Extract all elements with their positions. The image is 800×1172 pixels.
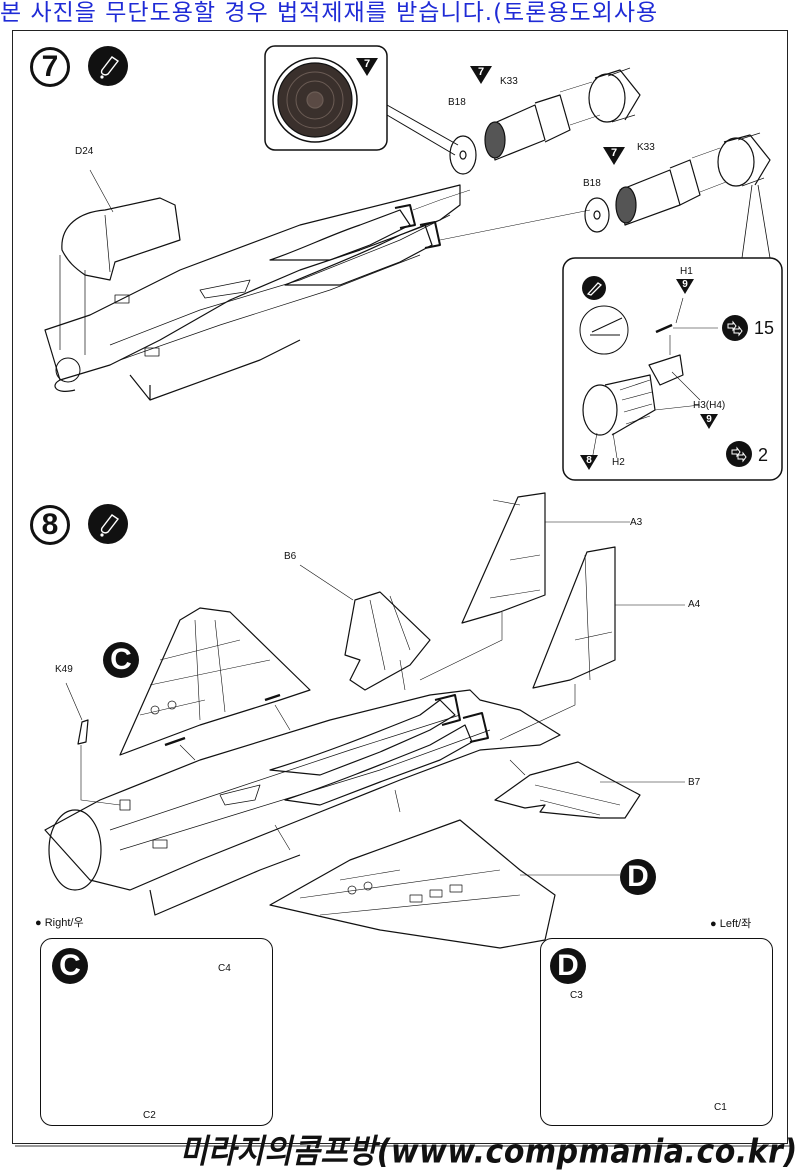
part-label-h1: H1	[680, 266, 693, 277]
part-label-h2: H2	[612, 457, 625, 468]
part-label-d24: D24	[75, 146, 94, 157]
part-label-h3-h4: H3(H4)	[693, 400, 726, 411]
assembly-quantity: 2	[758, 445, 769, 465]
part-label-c4: C4	[218, 963, 231, 974]
step7-fuselage-drawing	[44, 184, 461, 401]
color-callout-k33-lower: 7	[603, 147, 625, 165]
step8-fuselage-drawing	[44, 689, 561, 916]
cement-tube-icon	[88, 504, 128, 544]
detail-c-badge: C	[52, 948, 88, 984]
repeat-arrows-icon	[722, 315, 748, 341]
wing-d-drawing	[269, 789, 620, 949]
color-callout-disc: 7	[356, 58, 378, 76]
part-label-b18-upper: B18	[448, 97, 466, 108]
part-label-c3: C3	[570, 990, 583, 1001]
part-label-b6: B6	[284, 551, 297, 562]
part-label-c1: C1	[714, 1102, 727, 1113]
part-b6-drawing	[299, 564, 431, 691]
part-k49-drawing	[65, 682, 121, 806]
color-callout-k33-upper: 7	[470, 66, 492, 84]
part-label-a3: A3	[630, 517, 643, 528]
part-label-a4: A4	[688, 599, 701, 610]
subassembly-c-badge: C	[103, 642, 139, 678]
part-label-c2: C2	[143, 1110, 156, 1121]
color-callout-h1: 9	[676, 279, 694, 294]
part-d24-drawing	[59, 169, 181, 355]
left-side-label: ● Left/좌	[710, 918, 752, 930]
copyright-banner: 본 사진을 무단도용할 경우 법적제재를 받습니다.(토론용도외사용	[0, 0, 800, 26]
part-label-k33-lower: K33	[637, 142, 655, 153]
source-watermark: 미라지의콤프방(www.compmania.co.kr)	[180, 1132, 798, 1172]
subassembly-d-badge: D	[620, 859, 656, 895]
color-callout-h2: 8	[580, 455, 598, 470]
part-a4-drawing	[499, 546, 685, 741]
detail-d-badge: D	[550, 948, 586, 984]
part-b7-drawing	[494, 759, 685, 819]
hobby-knife-icon	[582, 276, 606, 300]
step-7-number: 7	[30, 47, 70, 87]
cement-tube-icon	[88, 46, 128, 86]
part-a3-drawing	[419, 492, 630, 681]
wing-c-drawing	[119, 607, 311, 761]
inset-exhaust-disc	[264, 45, 459, 156]
right-side-label: ● Right/우	[35, 917, 84, 929]
upper-exhaust-parts	[412, 67, 641, 211]
page-frame	[12, 30, 791, 1147]
part-label-k49: K49	[55, 664, 73, 675]
step-8-number: 8	[30, 505, 70, 545]
part-label-k33-upper: K33	[500, 76, 518, 87]
repeat-arrows-icon	[726, 441, 752, 467]
h1-quantity: 15	[754, 318, 775, 338]
nozzle-detail-drawing	[562, 257, 783, 481]
part-label-b18-lower: B18	[583, 178, 601, 189]
part-label-b7: B7	[688, 777, 701, 788]
lower-exhaust-parts	[439, 132, 771, 259]
color-callout-h3: 9	[700, 414, 718, 429]
